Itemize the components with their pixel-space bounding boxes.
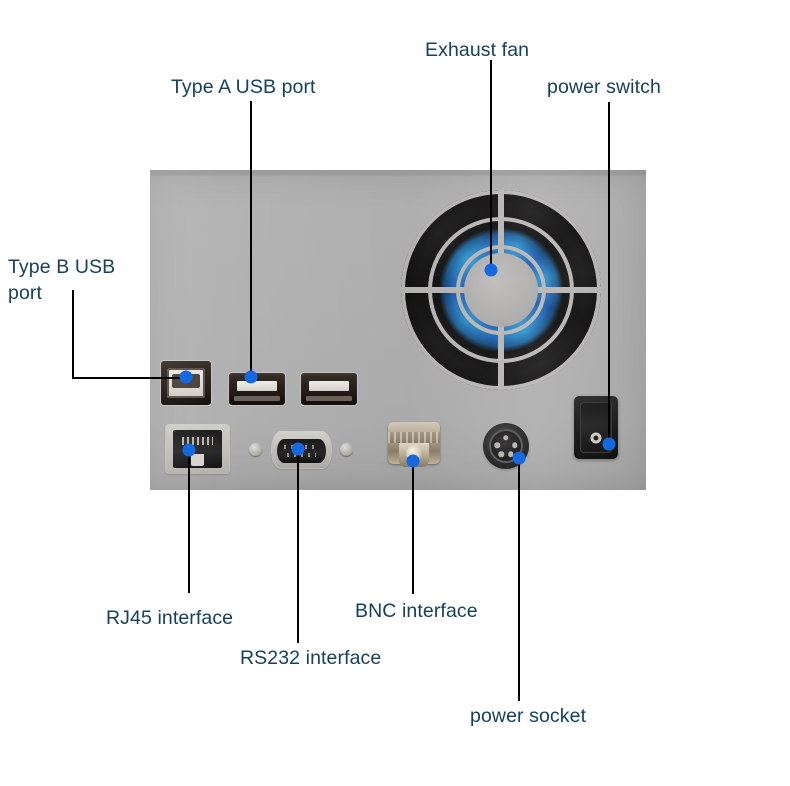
din-pin-4	[498, 451, 504, 457]
anchor-dot-exhaust-fan	[484, 263, 498, 277]
label-type-a-usb-port: Type A USB port	[171, 76, 316, 98]
db9-screwpost-left	[249, 443, 262, 456]
leader-power-switch	[608, 102, 610, 446]
din-pin-3	[511, 442, 518, 449]
db9-serial-port[interactable]	[272, 432, 331, 468]
leader-bnc	[412, 460, 414, 594]
usb-a-shield-1	[234, 396, 280, 401]
anchor-dot-rj45	[182, 443, 196, 457]
rj45-keyway	[190, 454, 205, 466]
leader-exhaust-fan	[490, 60, 492, 272]
fan-hub	[464, 253, 538, 327]
label-power-switch: power switch	[547, 76, 661, 98]
bnc-hex-nut	[388, 432, 440, 443]
db9-screwpost-right	[340, 443, 353, 456]
power-off-circle-icon	[590, 432, 602, 444]
din-pin-5	[508, 451, 514, 457]
usb-b-port[interactable]	[161, 361, 211, 405]
anchor-dot-power-switch	[602, 437, 616, 451]
anchor-dot-type-a-usb	[244, 370, 258, 384]
label-power-socket: power socket	[470, 705, 587, 727]
leader-rs232	[297, 449, 299, 643]
leader-type-a-usb	[250, 101, 252, 377]
anchor-dot-bnc	[406, 454, 420, 468]
label-bnc-interface: BNC interface	[355, 600, 478, 622]
label-type-b-usb-port: Type B USB port	[8, 256, 116, 304]
usb-a-port-2[interactable]	[301, 373, 357, 405]
anchor-dot-rs232	[291, 442, 305, 456]
label-rs232-interface: RS232 interface	[240, 647, 382, 669]
label-rj45-interface: RJ45 interface	[106, 607, 234, 629]
din-pin-2	[494, 442, 501, 449]
leader-rj45	[188, 450, 190, 593]
anchor-dot-power-socket	[512, 451, 526, 465]
exhaust-fan	[401, 190, 601, 390]
rj45-cavity	[172, 430, 223, 468]
leader-type-b-usb-horizontal	[72, 377, 186, 379]
usb-a-shield-2	[306, 396, 352, 401]
anchor-dot-type-b-usb	[179, 370, 193, 384]
rj45-pins	[181, 437, 214, 446]
label-exhaust-fan: Exhaust fan	[425, 39, 530, 61]
usb-a-tongue-2	[308, 381, 350, 391]
rj45-jack[interactable]	[166, 425, 229, 473]
leader-power-socket	[518, 460, 520, 701]
usb-a-tongue-1	[236, 381, 278, 391]
din-pin-1	[503, 435, 509, 441]
leader-type-b-usb-vertical	[72, 290, 74, 378]
device-rear-panel	[150, 170, 646, 490]
db9-pinrow-bottom	[286, 452, 317, 457]
